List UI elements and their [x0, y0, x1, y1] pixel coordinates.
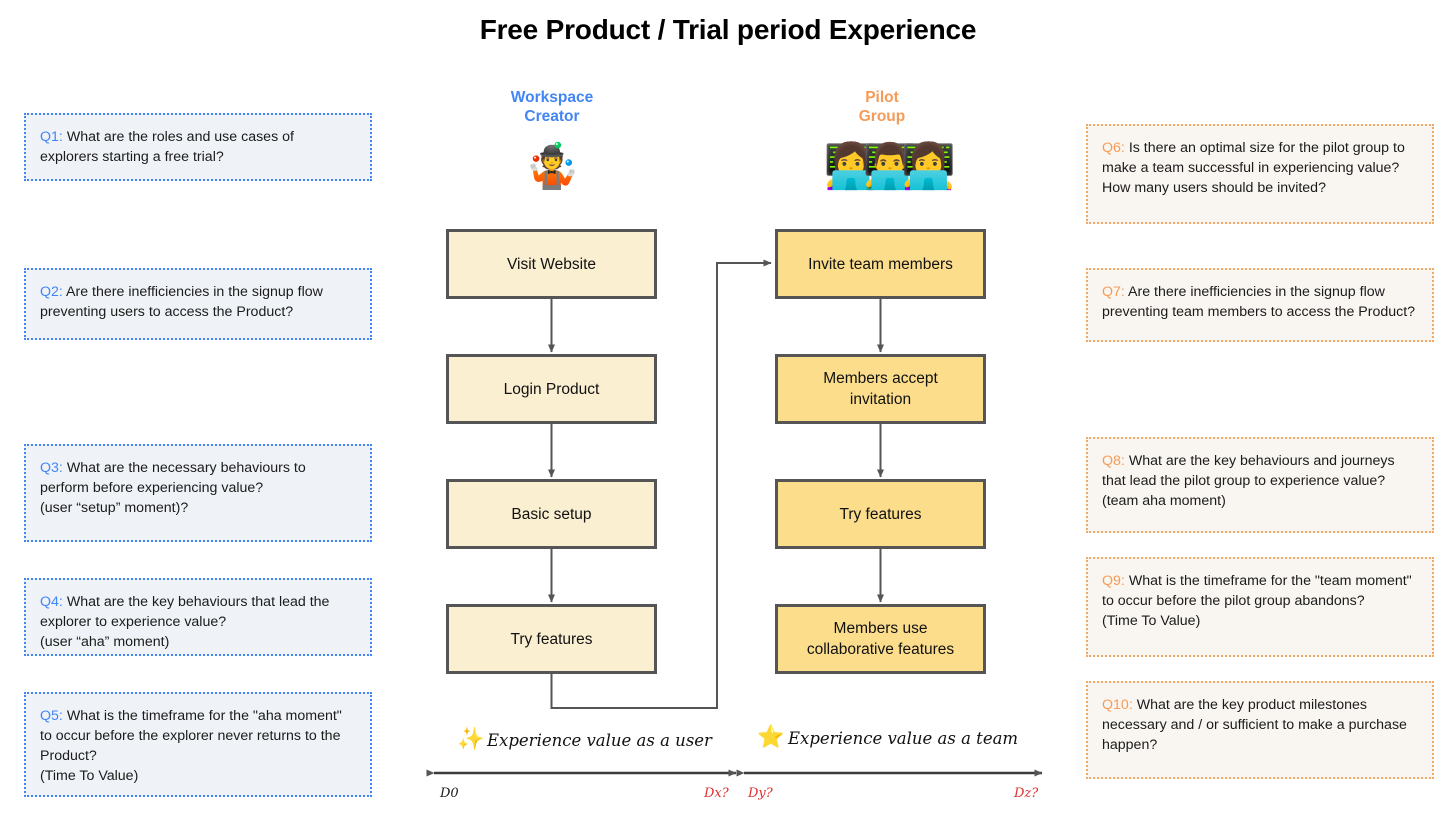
timeline-tick-start-user: D0 [440, 786, 459, 801]
star-icon: ⭐ [757, 724, 785, 749]
timeline-caption-user: Experience value as a user [487, 731, 712, 750]
flow-step-label-line1: Members use [833, 620, 928, 637]
question-label: Q7: [1102, 284, 1125, 300]
question-text: What are the key behaviours and journeys… [1102, 453, 1395, 509]
question-label: Q9: [1102, 573, 1125, 589]
flow-step-try-features-user[interactable]: Try features [446, 604, 657, 674]
question-text: What are the key product milestones nece… [1102, 697, 1407, 753]
flow-step-login-product[interactable]: Login Product [446, 354, 657, 424]
column-heading-pilot-group: Pilot Group [772, 88, 992, 126]
question-label: Q8: [1102, 453, 1125, 469]
question-card-q7[interactable]: Q7: Are there inefficiencies in the sign… [1086, 268, 1434, 342]
flow-step-invite-team-members[interactable]: Invite team members [775, 229, 986, 299]
question-text: What are the key behaviours that lead th… [40, 594, 330, 650]
flow-step-label-line2: collaborative features [806, 641, 955, 658]
question-label: Q1: [40, 129, 63, 145]
question-card-q1[interactable]: Q1: What are the roles and use cases of … [24, 113, 372, 181]
page-title: Free Product / Trial period Experience [479, 14, 977, 45]
column-heading-line2: Group [858, 108, 906, 125]
question-text: What are the necessary behaviours to per… [40, 460, 306, 516]
flow-step-label-line2: invitation [849, 391, 912, 408]
question-card-q5[interactable]: Q5: What is the timeframe for the "aha m… [24, 692, 372, 797]
question-text: What is the timeframe for the "team mome… [1102, 573, 1412, 629]
juggling-person-icon: 🤹 [524, 142, 580, 191]
question-text: What are the roles and use cases of expl… [40, 129, 294, 165]
flow-step-visit-website[interactable]: Visit Website [446, 229, 657, 299]
question-card-q6[interactable]: Q6: Is there an optimal size for the pil… [1086, 124, 1434, 224]
sparkles-icon: ✨ [457, 726, 485, 751]
question-label: Q2: [40, 284, 63, 300]
timeline-tick-end-team: Dz? [1014, 786, 1039, 801]
question-card-q10[interactable]: Q10: What are the key product milestones… [1086, 681, 1434, 779]
flow-step-try-features-team[interactable]: Try features [775, 479, 986, 549]
flow-step-label-line1: Members accept [823, 370, 938, 387]
question-label: Q5: [40, 708, 63, 724]
timeline-caption-team: Experience value as a team [788, 729, 1019, 748]
question-label: Q3: [40, 460, 63, 476]
question-card-q8[interactable]: Q8: What are the key behaviours and jour… [1086, 437, 1434, 533]
question-card-q3[interactable]: Q3: What are the necessary behaviours to… [24, 444, 372, 542]
question-card-q4[interactable]: Q4: What are the key behaviours that lea… [24, 578, 372, 656]
question-card-q2[interactable]: Q2: Are there inefficiencies in the sign… [24, 268, 372, 340]
column-heading-line1: Workspace [510, 89, 594, 106]
timeline-tick-start-team: Dy? [748, 786, 773, 801]
question-label: Q6: [1102, 140, 1125, 156]
flow-step-basic-setup[interactable]: Basic setup [446, 479, 657, 549]
column-heading-line2: Creator [524, 108, 580, 125]
question-text: Is there an optimal size for the pilot g… [1102, 140, 1405, 196]
column-heading-workspace-creator: Workspace Creator [442, 88, 662, 126]
question-text: Are there inefficiencies in the signup f… [40, 284, 323, 320]
timeline-tick-end-user: Dx? [704, 786, 729, 801]
question-label: Q4: [40, 594, 63, 610]
question-card-q9[interactable]: Q9: What is the timeframe for the "team … [1086, 557, 1434, 657]
column-heading-line1: Pilot [865, 89, 899, 106]
question-text: Are there inefficiencies in the signup f… [1102, 284, 1416, 320]
people-with-laptops-icon: 👩‍💻👨‍💻👩‍💻 [823, 142, 956, 191]
question-label: Q10: [1102, 697, 1133, 713]
flow-step-members-use-collaborative-features[interactable]: Members use collaborative features [775, 604, 986, 674]
flow-step-members-accept-invitation[interactable]: Members accept invitation [775, 354, 986, 424]
question-text: What is the timeframe for the "aha momen… [40, 708, 342, 784]
